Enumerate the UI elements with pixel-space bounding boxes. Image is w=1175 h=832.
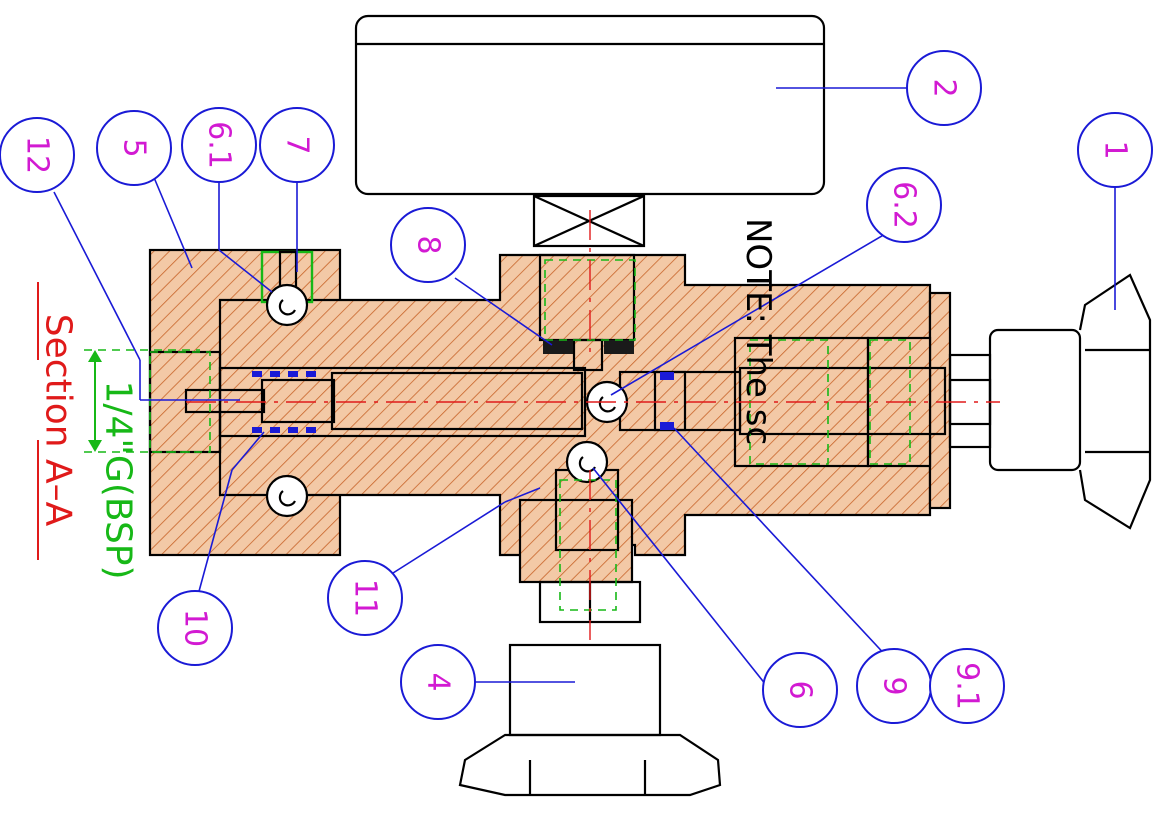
svg-text:4: 4 — [421, 672, 456, 691]
handle-4-knob — [458, 733, 722, 797]
svg-text:9: 9 — [877, 676, 912, 695]
bottom-nut — [518, 498, 634, 584]
svg-text:1: 1 — [1098, 140, 1133, 159]
balloon-10: 10 — [157, 590, 233, 666]
stem-tip — [184, 388, 266, 414]
balloon-12: 12 — [0, 117, 75, 193]
svg-text:6.2: 6.2 — [887, 181, 922, 229]
gauge-hex — [532, 194, 646, 248]
valve-body — [148, 248, 952, 584]
svg-text:5: 5 — [117, 138, 152, 157]
balloon-4: 4 — [400, 644, 476, 720]
hidden-lines — [84, 259, 911, 611]
balloon-2: 2 — [906, 50, 982, 126]
svg-text:6: 6 — [783, 680, 818, 699]
svg-text:2: 2 — [927, 78, 962, 97]
balls — [265, 283, 629, 518]
spring — [252, 371, 316, 433]
handle-4-hex — [508, 643, 662, 737]
ball-6 — [565, 440, 609, 484]
balloon-9: 9 — [856, 648, 932, 724]
balloon-8: 8 — [390, 207, 466, 283]
spindle — [653, 336, 947, 468]
stem-body — [330, 371, 584, 431]
svg-text:11: 11 — [348, 579, 383, 617]
center-lines — [186, 210, 1000, 640]
thread-label: 1/4"G(BSP) — [98, 380, 139, 579]
note-text: NOTE: The sc — [738, 218, 778, 445]
gauge — [354, 14, 826, 248]
balloon-11: 11 — [327, 560, 403, 636]
ball-lower — [265, 474, 309, 518]
handle-4 — [458, 580, 722, 797]
svg-text:8: 8 — [411, 235, 446, 254]
stem — [184, 371, 584, 433]
svg-text:7: 7 — [280, 135, 315, 154]
svg-text:6.1: 6.1 — [202, 121, 237, 169]
gauge-body — [354, 14, 826, 196]
handle-1-hex — [988, 328, 1082, 472]
body-main — [218, 253, 932, 557]
balloon-5: 5 — [96, 110, 172, 186]
balloon-9-1: 9.1 — [929, 648, 1005, 724]
balloon-7: 7 — [259, 107, 335, 183]
svg-text:12: 12 — [20, 136, 55, 174]
balloon-1: 1 — [1077, 112, 1153, 188]
balloon-6-1: 6.1 — [181, 107, 257, 183]
svg-text:10: 10 — [178, 609, 213, 647]
central-bore — [218, 366, 587, 438]
handle-1-knob — [1078, 273, 1152, 530]
svg-text:9.1: 9.1 — [950, 662, 985, 710]
balloon-6: 6 — [762, 652, 838, 728]
ball-6-1 — [265, 283, 309, 327]
section-label: Section A–A — [38, 314, 79, 527]
handle-1 — [948, 273, 1152, 530]
balloon-6-2: 6.2 — [866, 167, 942, 243]
leader-lines — [53, 87, 1116, 691]
